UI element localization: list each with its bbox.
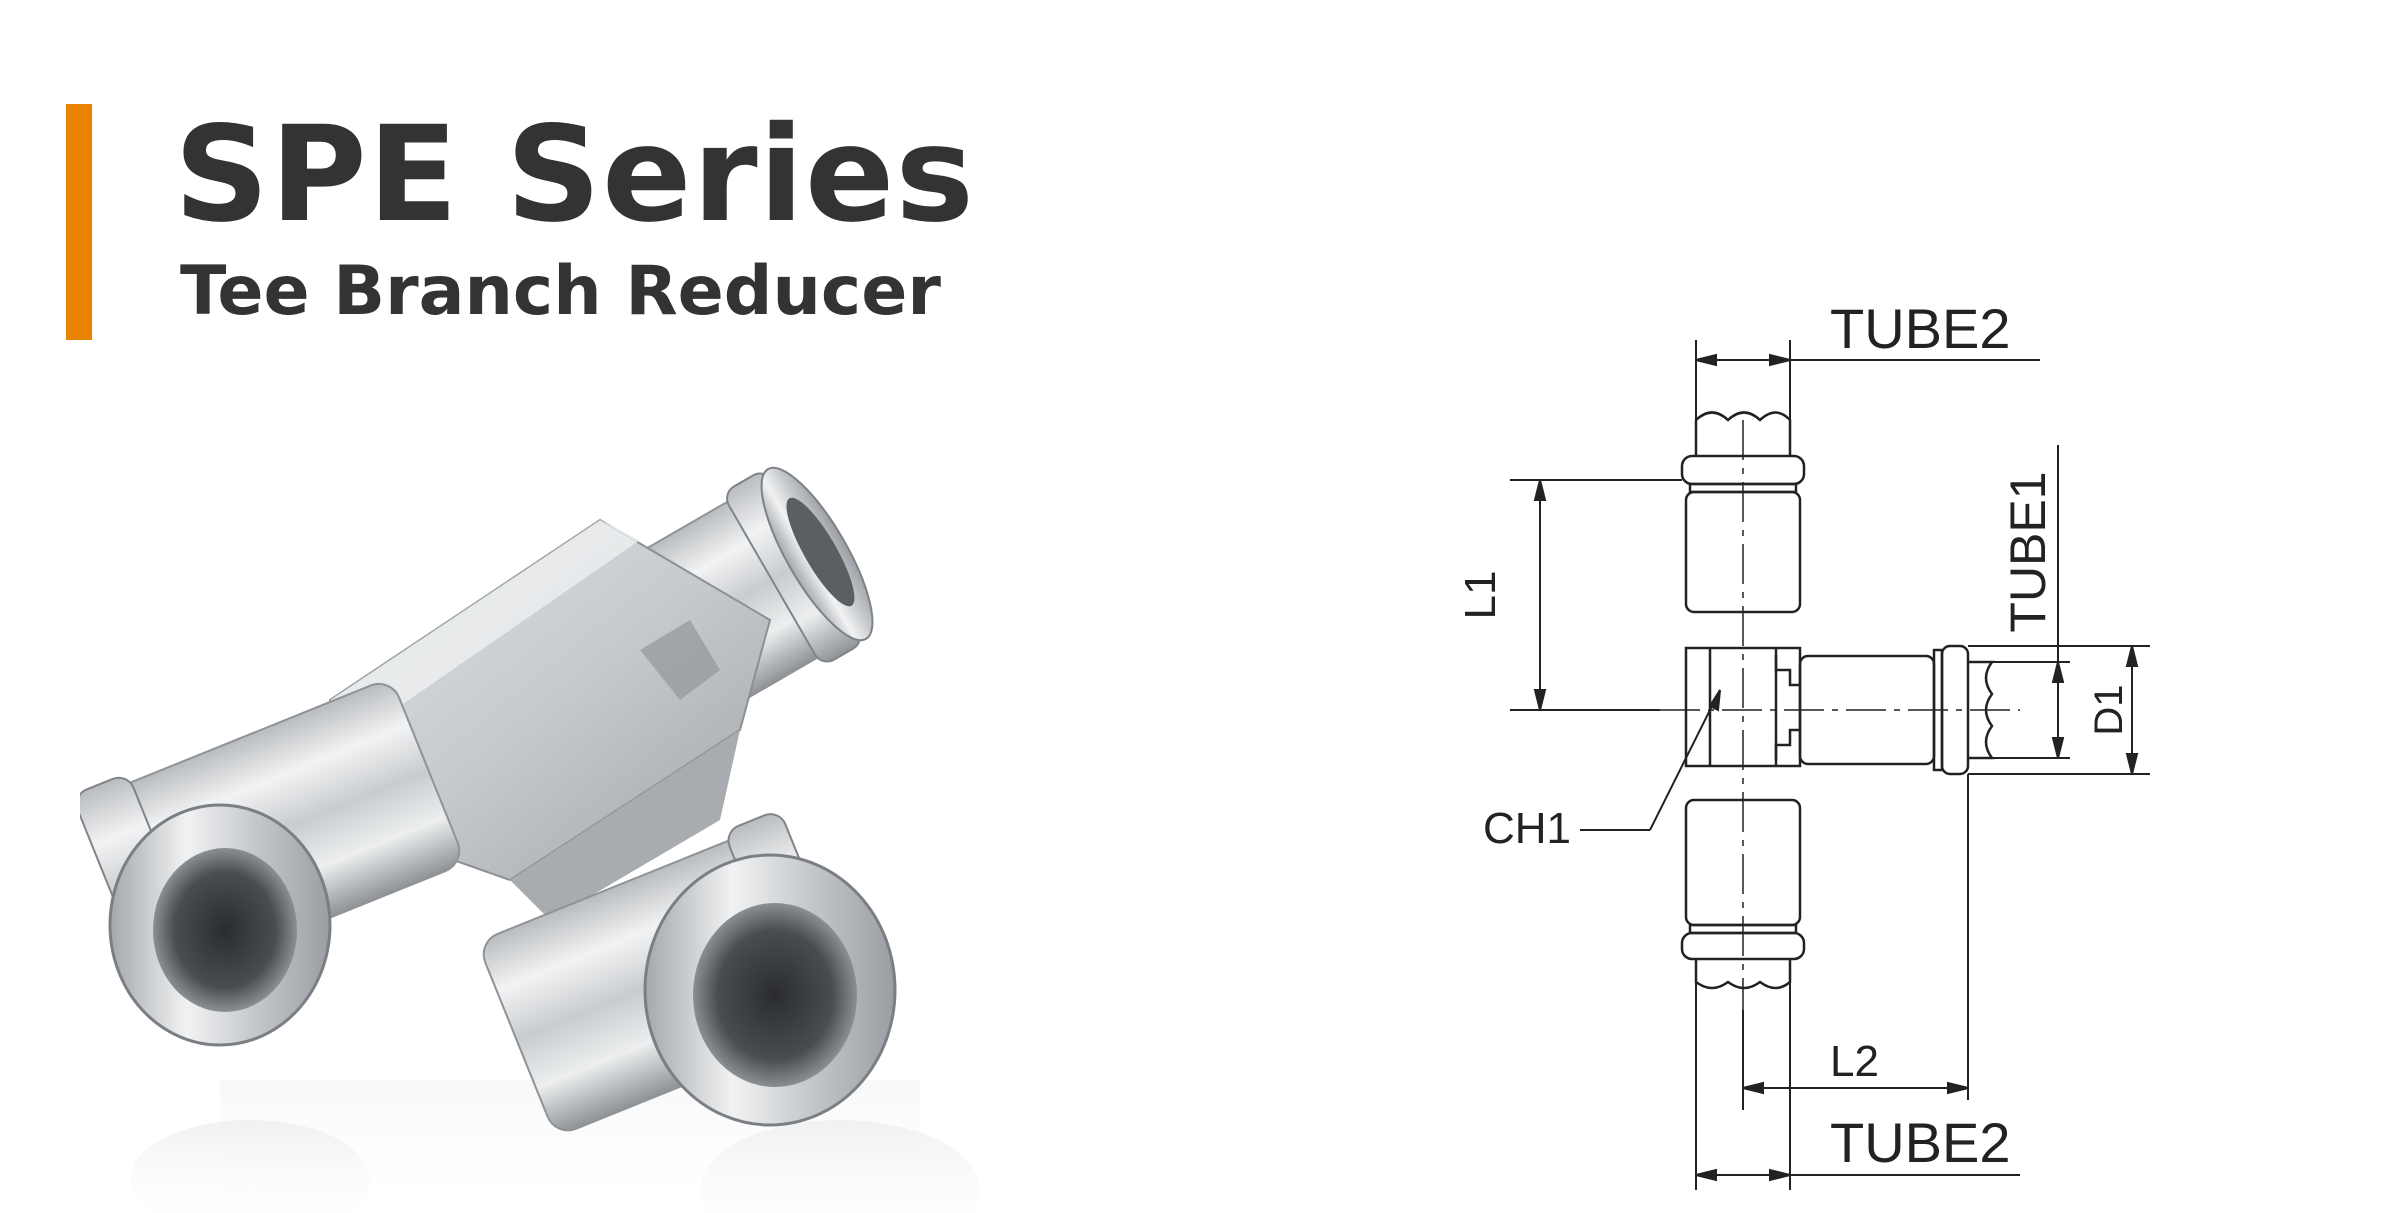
hex-body (328, 518, 772, 920)
product-photo (80, 466, 980, 1213)
label-l1: L1 (1456, 571, 1505, 620)
series-title: SPE Series (174, 98, 975, 252)
right-port-bore (693, 903, 857, 1087)
top-tube-stub (1694, 411, 1792, 455)
left-port-bore (153, 848, 297, 1012)
label-tube2-bottom: TUBE2 (1830, 1111, 2011, 1174)
accent-bar (66, 104, 92, 340)
label-ch1: CH1 (1483, 804, 1571, 853)
product-subtitle: Tee Branch Reducer (180, 252, 941, 331)
label-l2: L2 (1830, 1037, 1879, 1086)
label-d1: D1 (2087, 684, 2131, 735)
dimension-drawing: TUBE2 L1 TUBE1 D1 CH1 L2 TUBE2 (1456, 297, 2150, 1190)
label-tube1: TUBE1 (2000, 471, 2056, 632)
label-tube2-top: TUBE2 (1830, 297, 2011, 360)
bottom-tube-stub (1694, 959, 1792, 990)
